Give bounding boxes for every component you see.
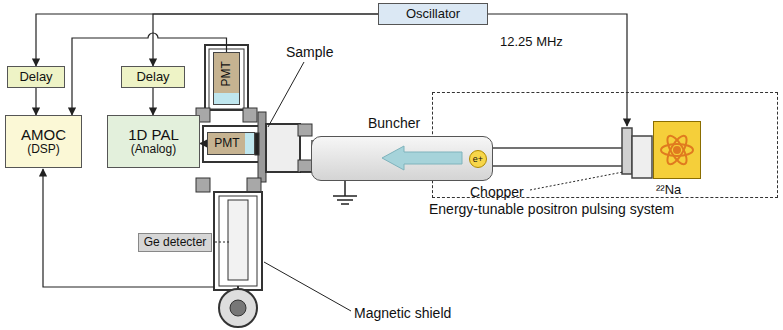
sample-chamber	[203, 112, 312, 182]
delay-box: Delay	[121, 66, 185, 88]
signal-connector	[72, 33, 227, 115]
part-label: Sample	[286, 44, 333, 60]
frequency-label: 12.25 MHz	[500, 34, 563, 49]
node-text: Delay	[136, 70, 169, 85]
part-label: Chopper	[470, 184, 524, 200]
atom-symbol	[654, 122, 702, 180]
node-text: Energy-tunable positron pulsing system	[429, 201, 674, 217]
pal-box: 1D PAL(Analog)	[107, 115, 200, 168]
signal-wire	[43, 14, 627, 287]
signal-connector	[36, 14, 378, 66]
delay-box: Delay	[7, 66, 65, 88]
amoc-box: AMOC(DSP)	[5, 115, 82, 168]
ge-detector-label: Ge detecter	[138, 233, 212, 252]
node-text: AMOC	[21, 126, 66, 143]
node-text: Ge detecter	[144, 236, 207, 250]
leader-line	[215, 62, 623, 311]
signal-connector	[152, 88, 153, 115]
pmt-tube: PMT	[213, 52, 240, 105]
pmt-tube: PMT	[207, 132, 255, 155]
node-text: e+	[473, 154, 483, 164]
signal-connector	[35, 88, 36, 115]
node-text: ²²Na	[656, 183, 681, 198]
positron-symbol: e+	[469, 150, 487, 168]
oscillator-box: Oscillator	[378, 3, 488, 25]
node-text: 1D PAL	[128, 126, 179, 143]
flow-arrow	[312, 137, 494, 182]
source-box: ²²Na	[653, 121, 701, 179]
ge-detector-shield	[196, 178, 262, 327]
node-text: Oscillator	[406, 7, 460, 22]
node-text: Delay	[19, 70, 52, 85]
buncher-tube: Bunchere+	[311, 136, 493, 181]
signal-connector	[200, 143, 207, 144]
pulsing-system-region: Energy-tunable positron pulsing systemBu…	[432, 92, 778, 198]
part-label: Magnetic shield	[354, 305, 451, 321]
node-subtext: (DSP)	[27, 143, 60, 157]
node-text: PMT	[220, 61, 234, 86]
node-text: PMT	[214, 137, 239, 151]
top-pmt-shield	[196, 45, 257, 122]
node-text: Buncher	[368, 115, 420, 131]
node-subtext: (Analog)	[131, 143, 176, 157]
signal-connector	[153, 14, 378, 66]
